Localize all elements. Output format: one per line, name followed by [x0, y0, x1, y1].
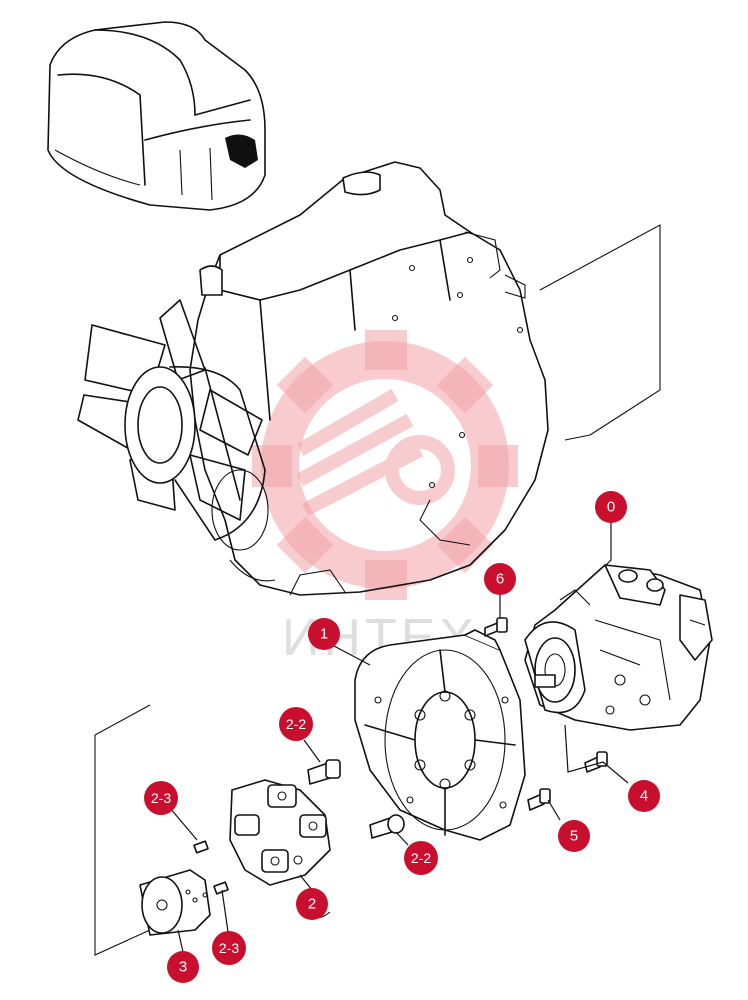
callout-2-3-lower[interactable]: 2-3	[212, 931, 246, 965]
callout-2[interactable]: 2	[296, 888, 328, 920]
callout-2-3-lower-label: 2-3	[219, 940, 239, 956]
callout-5-label: 5	[570, 828, 578, 845]
watermark-logo: ИНТЕХ	[252, 330, 518, 667]
callout-2-3-upper-label: 2-3	[151, 790, 171, 806]
callout-2-label: 2	[308, 896, 316, 913]
engine-cover	[47, 21, 266, 211]
reference-outline-left	[94, 704, 151, 956]
coupling-hub	[139, 869, 211, 936]
flexible-coupling	[229, 779, 331, 919]
engine-block	[189, 161, 549, 596]
callout-1-label: 1	[320, 626, 328, 643]
callout-0[interactable]: 0	[595, 491, 627, 523]
callout-1[interactable]: 1	[308, 618, 340, 650]
callout-2-3-upper[interactable]: 2-3	[144, 781, 178, 815]
hydraulic-pump	[524, 564, 713, 731]
bolt-2-2-lower	[369, 814, 405, 839]
callout-3-label: 3	[179, 959, 187, 976]
reference-outline-right	[539, 224, 661, 441]
bolt-2-2-upper	[307, 759, 341, 785]
callout-6[interactable]: 6	[484, 563, 516, 595]
callout-5[interactable]: 5	[558, 820, 590, 852]
set-screw-2-3-upper	[193, 840, 209, 854]
callout-2-2-lower[interactable]: 2-2	[404, 841, 438, 875]
callout-2-2-lower-label: 2-2	[411, 850, 431, 866]
leader-lines	[169, 522, 629, 953]
set-screw-2-3-lower	[213, 881, 229, 895]
flywheel-housing	[354, 629, 526, 841]
callout-3[interactable]: 3	[167, 951, 199, 983]
bolt-5	[527, 788, 551, 811]
callout-0-label: 0	[607, 499, 615, 516]
engine-fan	[77, 299, 269, 551]
callout-2-2-upper-label: 2-2	[286, 716, 306, 732]
callout-6-label: 6	[496, 571, 504, 588]
callout-4-label: 4	[640, 788, 648, 805]
bolt-6	[484, 617, 508, 637]
callout-4[interactable]: 4	[628, 780, 660, 812]
callout-2-2-upper[interactable]: 2-2	[279, 707, 313, 741]
